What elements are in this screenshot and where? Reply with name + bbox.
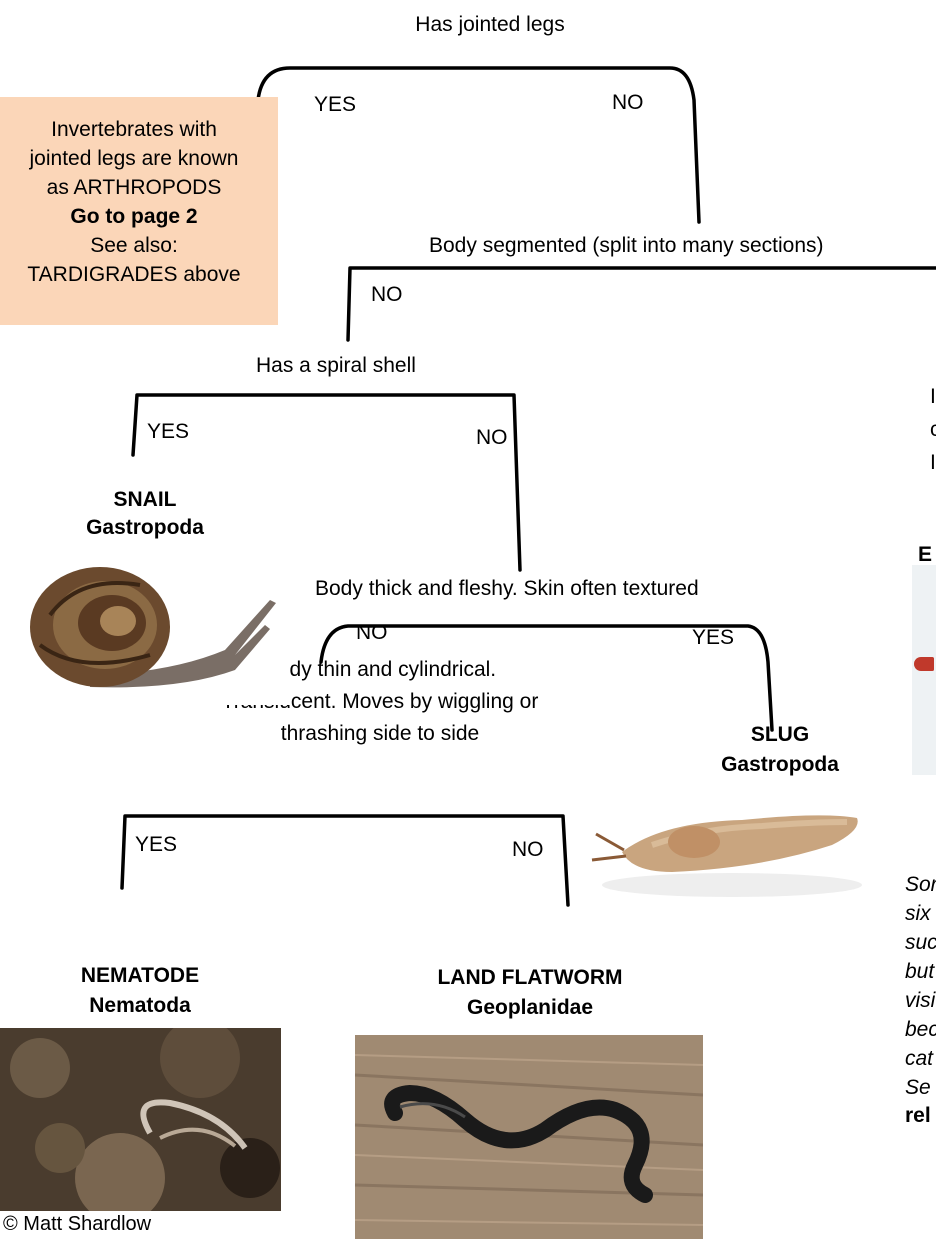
species-nematode: NEMATODE Nematoda [40, 961, 240, 1021]
fragment-line: but [905, 957, 936, 986]
species-common-name: SNAIL [55, 486, 235, 514]
species-snail: SNAIL Gastropoda [55, 486, 235, 542]
fragment-line: I [930, 380, 936, 413]
question-thick-fleshy: Body thick and fleshy. Skin often textur… [315, 576, 699, 602]
fragment-line: Se [905, 1073, 936, 1102]
fragment-line: I [930, 446, 936, 479]
right-edge-image [912, 565, 936, 775]
branch-q3 [133, 395, 520, 570]
note-line: TARDIGRADES above [0, 260, 278, 289]
fragment-line: visi [905, 986, 936, 1015]
fragment-line: cat [905, 1044, 936, 1073]
arthropod-note: Invertebrates with jointed legs are know… [0, 97, 278, 325]
answer-yes: YES [135, 832, 177, 858]
right-edge-bold-fragment: rel [905, 1103, 931, 1129]
photo-credit: © Matt Shardlow [3, 1213, 151, 1236]
species-slug: SLUG Gastropoda [680, 720, 880, 780]
fragment-line: six [905, 899, 936, 928]
species-taxon: Gastropoda [680, 750, 880, 780]
question-spiral-shell: Has a spiral shell [256, 353, 416, 379]
species-common-name: SLUG [680, 720, 880, 750]
species-taxon: Geoplanidae [410, 993, 650, 1023]
answer-no: NO [476, 425, 508, 451]
species-land-flatworm: LAND FLATWORM Geoplanidae [410, 963, 650, 1023]
question-jointed-legs: Has jointed legs [330, 12, 650, 38]
answer-yes: YES [147, 419, 189, 445]
slug-photo [582, 790, 864, 902]
fragment-line: suc [905, 928, 936, 957]
species-taxon: Nematoda [40, 991, 240, 1021]
answer-yes: YES [692, 625, 734, 651]
answer-no: NO [512, 837, 544, 863]
land-flatworm-photo [355, 1035, 703, 1239]
go-to-page-link[interactable]: Go to page 2 [0, 202, 278, 231]
fragment-line: Sor [905, 870, 936, 899]
right-edge-image-mark [914, 657, 934, 671]
fragment-line: c [930, 413, 936, 446]
species-common-name: NEMATODE [40, 961, 240, 991]
right-edge-fragment: I c I [930, 380, 936, 479]
branch-q2 [348, 268, 936, 340]
right-edge-italic-note: Sor six suc but visi bec cat Se [905, 870, 936, 1102]
nematode-photo [0, 1028, 281, 1211]
note-line: Invertebrates with [0, 115, 278, 144]
branch-q5 [122, 816, 568, 905]
species-common-name: LAND FLATWORM [410, 963, 650, 993]
note-line: See also: [0, 231, 278, 260]
answer-no: NO [356, 620, 388, 646]
fragment-line: bec [905, 1015, 936, 1044]
answer-no: NO [612, 90, 644, 116]
question-body-segmented: Body segmented (split into many sections… [429, 233, 824, 259]
snail-photo [20, 555, 290, 705]
answer-yes: YES [314, 92, 356, 118]
note-line: as ARTHROPODS [0, 173, 278, 202]
species-taxon: Gastropoda [55, 514, 235, 542]
answer-no: NO [371, 282, 403, 308]
note-line: jointed legs are known [0, 144, 278, 173]
question-line: thrashing side to side [130, 718, 630, 750]
